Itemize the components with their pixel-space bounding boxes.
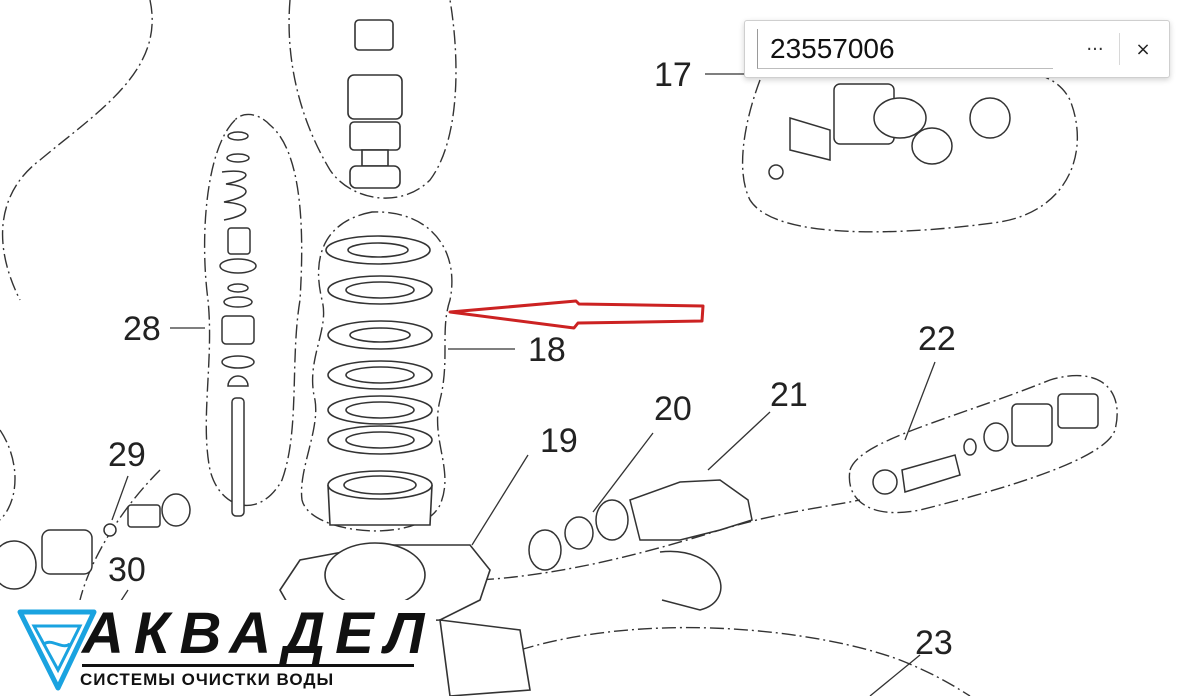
callout-18: 18: [528, 331, 566, 369]
part-18-stack: [325, 235, 433, 526]
assembly-boundary-28: [203, 113, 303, 507]
highlight-arrow: [448, 299, 705, 330]
callout-19: 19: [540, 422, 578, 460]
part-22-assembly: [872, 393, 1099, 495]
more-options-button[interactable]: ···: [1077, 31, 1113, 67]
assembly-boundary-bottom: [479, 499, 861, 581]
part-19-20-21: [528, 479, 753, 611]
part-top-assembly: [347, 19, 403, 189]
company-logo: АКВАДЕЛ СИСТЕМЫ ОЧИСТКИ ВОДЫ: [0, 600, 436, 696]
callout-22: 22: [918, 320, 956, 358]
toolbar-separator: [1119, 33, 1120, 65]
assembly-boundary-top: [288, 0, 457, 199]
assembly-boundary-left: [1, 0, 153, 301]
callout-30: 30: [108, 551, 146, 589]
callout-28: 28: [123, 310, 161, 348]
close-button[interactable]: ×: [1125, 31, 1161, 67]
callout-20: 20: [654, 390, 692, 428]
assembly-boundary-22: [848, 375, 1118, 514]
assembly-boundary-18: [300, 211, 453, 532]
callout-23: 23: [915, 624, 953, 662]
callout-29: 29: [108, 436, 146, 474]
part-29-30: [0, 493, 191, 590]
part-28-assembly: [219, 131, 257, 517]
search-input[interactable]: [757, 29, 1053, 69]
assembly-boundary-base: [519, 626, 971, 696]
logo-mark-icon: [17, 609, 97, 691]
logo-rule: [82, 664, 414, 667]
logo-tagline: СИСТЕМЫ ОЧИСТКИ ВОДЫ: [80, 670, 335, 689]
part-17-assembly: [768, 83, 1011, 180]
callout-17: 17: [654, 56, 692, 94]
find-bar: ··· ×: [744, 20, 1170, 78]
assembly-boundary-17: [741, 69, 1078, 233]
logo-name: АКВАДЕЛ: [82, 601, 435, 666]
callout-21: 21: [770, 376, 808, 414]
